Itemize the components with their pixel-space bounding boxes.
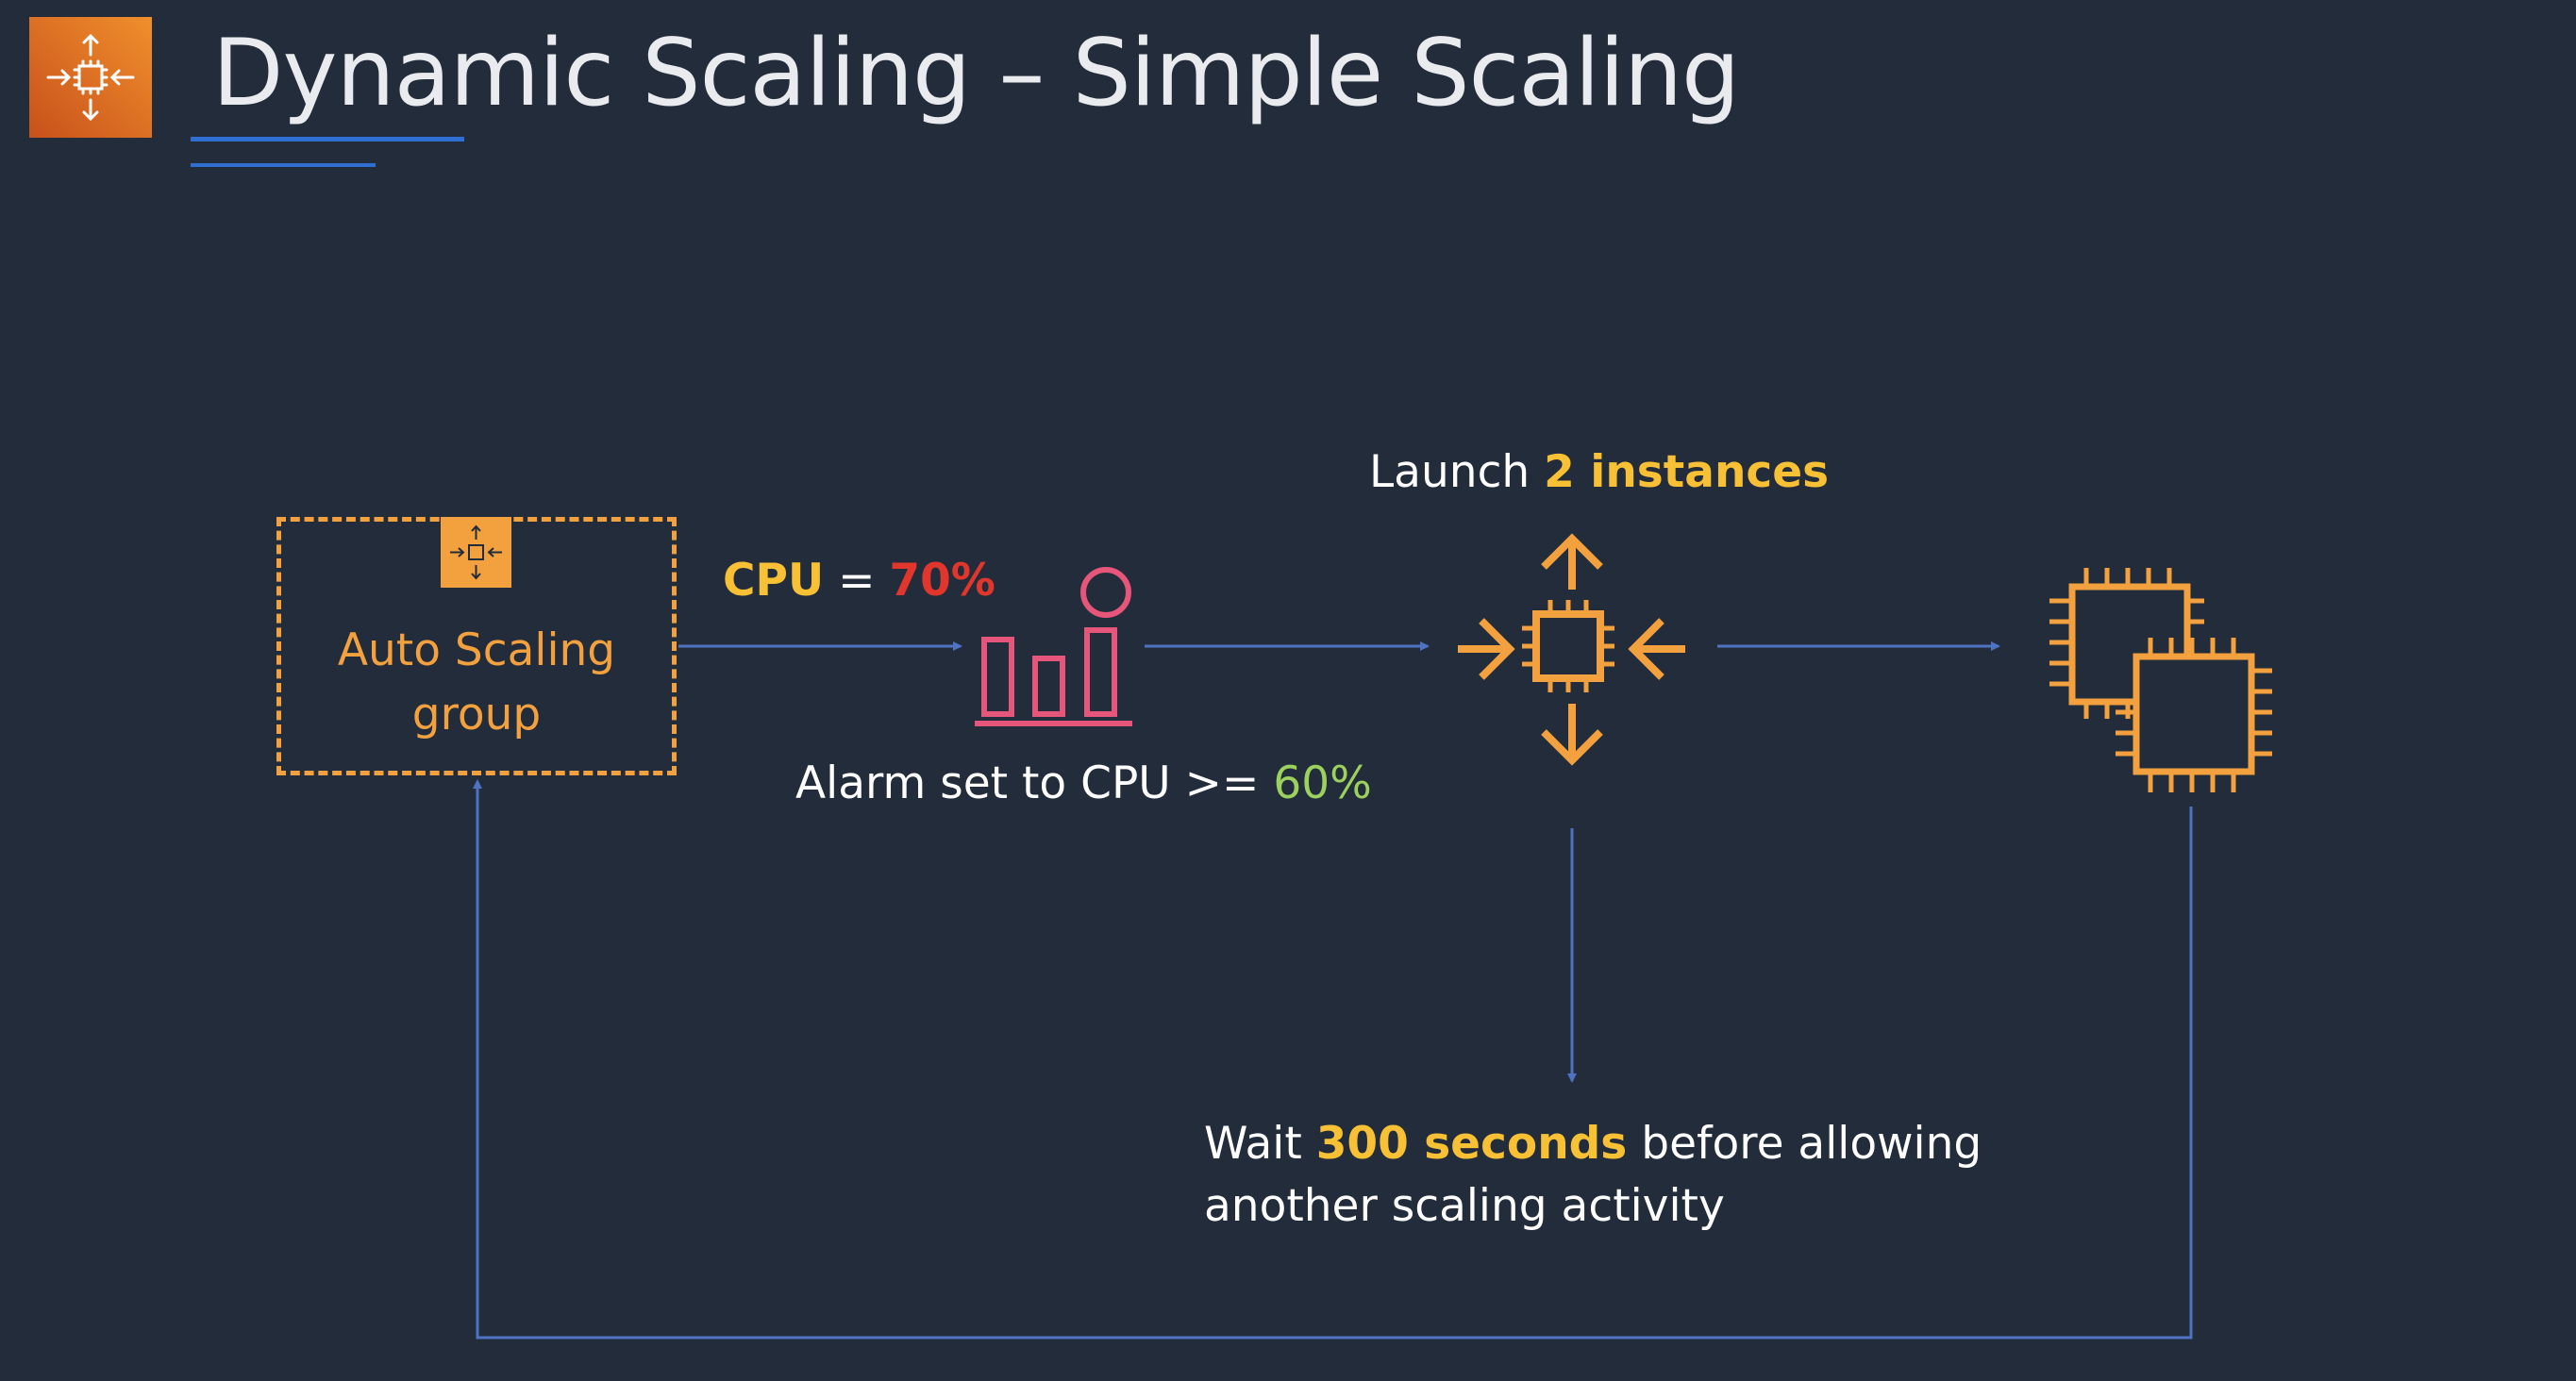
auto-scaling-group-icon bbox=[441, 517, 511, 588]
cpu-value: 70% bbox=[889, 555, 995, 607]
wait-prefix: Wait bbox=[1204, 1118, 1302, 1170]
wait-caption: Wait 300 seconds before allowing another… bbox=[1204, 1113, 1982, 1238]
auto-scaling-logo-icon bbox=[29, 17, 152, 138]
launch-count: 2 instances bbox=[1544, 446, 1830, 498]
launch-caption: Launch 2 instances bbox=[1369, 446, 1829, 498]
ec2-instances-icon bbox=[2049, 568, 2272, 792]
title-underline-short bbox=[191, 163, 376, 167]
wait-line-2: another scaling activity bbox=[1204, 1180, 1725, 1232]
alarm-text: Alarm set to CPU >= bbox=[795, 757, 1260, 809]
alarm-caption: Alarm set to CPU >= 60% bbox=[795, 757, 1372, 809]
connector-feedback-loop bbox=[473, 779, 2193, 1339]
wait-line-1: Wait 300 seconds before allowing bbox=[1204, 1113, 1982, 1175]
scale-out-icon bbox=[1458, 533, 1685, 766]
cpu-equals: = bbox=[838, 555, 876, 607]
alarm-threshold: 60% bbox=[1273, 757, 1372, 809]
launch-text: Launch bbox=[1369, 446, 1531, 498]
wait-duration: 300 seconds bbox=[1315, 1118, 1628, 1170]
page-title: Dynamic Scaling – Simple Scaling bbox=[212, 20, 1740, 127]
title-underline bbox=[191, 137, 464, 141]
wait-suffix: before allowing bbox=[1641, 1118, 1982, 1170]
cpu-label: CPU bbox=[723, 555, 825, 607]
cloudwatch-alarm-icon bbox=[975, 567, 1132, 726]
cpu-metric: CPU = 70% bbox=[723, 555, 995, 607]
auto-scaling-group-label: Auto Scaling group bbox=[337, 624, 616, 740]
